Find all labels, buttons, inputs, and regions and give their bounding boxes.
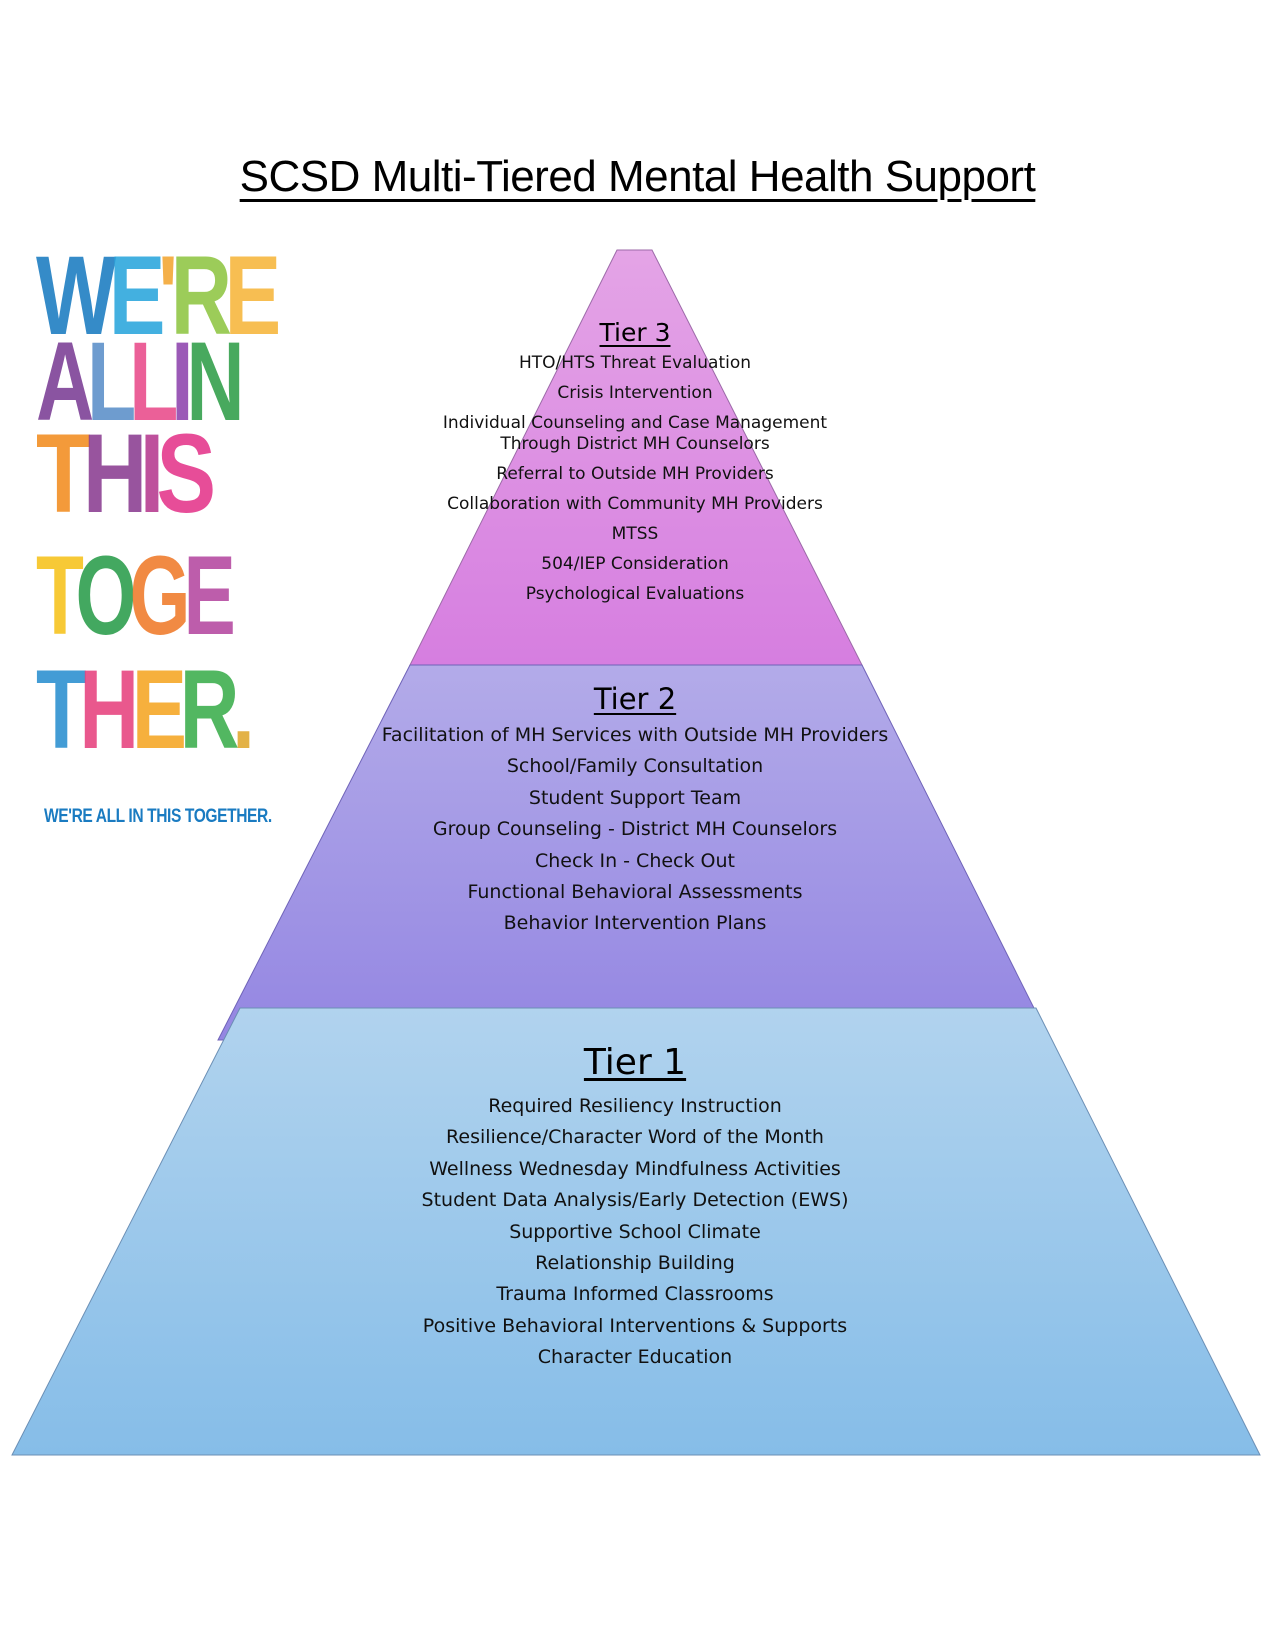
logo-letter: A <box>36 319 94 444</box>
tier1-item: Wellness Wednesday Mindfulness Activitie… <box>429 1157 841 1180</box>
were-all-in-this-together-logo: WE'RE ALLIN THIS TOGE THER. WE'RE ALL IN… <box>36 233 281 836</box>
tier3-item: HTO/HTS Threat Evaluation <box>518 353 752 373</box>
logo-letter: R <box>170 233 232 358</box>
tier2-item: Check In - Check Out <box>534 849 735 872</box>
tier1-item: Character Education <box>537 1346 733 1369</box>
tier1-content: Tier 1 Required Resiliency Instruction R… <box>330 1042 940 1378</box>
tier2-item: Group Counseling - District MH Counselor… <box>432 818 838 841</box>
tier3-item: 504/IEP Consideration <box>541 554 729 574</box>
logo-letter: T <box>36 411 91 536</box>
tier1-shape <box>11 1007 1261 1456</box>
tier1-item: Required Resiliency Instruction <box>488 1095 782 1117</box>
tier3-item: Individual Counseling and Case Managemen… <box>442 413 828 433</box>
tier2-content: Tier 2 Facilitation of MH Services with … <box>330 682 940 944</box>
tier3-item: Crisis Intervention <box>557 383 713 403</box>
tier2-item: Behavior Intervention Plans <box>503 912 767 935</box>
tier3-item: Psychological Evaluations <box>525 584 745 604</box>
tier2-item: Functional Behavioral Assessments <box>467 880 803 903</box>
logo-letter: E <box>108 233 166 358</box>
logo-letter: R <box>179 647 240 772</box>
logo-letter: E <box>183 533 235 658</box>
logo-letter: G <box>129 533 190 658</box>
logo-line-4: TOGE <box>36 533 236 658</box>
logo-letter: T <box>36 647 87 772</box>
tier1-item: Positive Behavioral Interventions & Supp… <box>422 1314 848 1337</box>
tier1-heading: Tier 1 <box>583 1042 687 1083</box>
tier2-item: Facilitation of MH Services with Outside… <box>381 724 889 746</box>
logo-letter: H <box>82 411 148 536</box>
tier3-item: Referral to Outside MH Providers <box>496 464 774 484</box>
logo-letter: L <box>129 319 178 444</box>
logo-line-3: THIS <box>36 411 216 536</box>
tier1-item: Supportive School Climate <box>509 1220 761 1243</box>
tier2-heading: Tier 2 <box>593 682 677 716</box>
tier1-item: Relationship Building <box>535 1251 735 1274</box>
tier3-heading: Tier 3 <box>599 318 671 347</box>
tier2-item: School/Family Consultation <box>506 755 764 778</box>
logo-line-1: WE'RE <box>36 233 281 358</box>
logo-letter: O <box>75 533 136 658</box>
logo-letter: E <box>131 647 187 772</box>
tier3-item: MTSS <box>611 524 659 544</box>
logo-letter: N <box>186 319 244 444</box>
logo-line-2: ALLIN <box>36 319 245 444</box>
logo-line-5: THER. <box>36 647 255 772</box>
logo-letter: E <box>224 233 281 358</box>
logo-letter: H <box>79 647 139 772</box>
logo-letter: L <box>87 319 136 444</box>
tier3-item: Through District MH Counselors <box>500 434 770 454</box>
page-title: SCSD Multi-Tiered Mental Health Support <box>239 152 1036 201</box>
logo-letter: S <box>156 411 216 536</box>
logo-letter: W <box>36 233 116 358</box>
tier1-item: Resilience/Character Word of the Month <box>446 1126 824 1149</box>
tier1-item: Student Data Analysis/Early Detection (E… <box>421 1189 849 1212</box>
tier3-item: Collaboration with Community MH Provider… <box>447 494 823 514</box>
tier2-item: Student Support Team <box>528 786 742 809</box>
logo-letter: T <box>36 533 83 658</box>
tier1-item: Trauma Informed Classrooms <box>496 1283 774 1306</box>
logo-caption: WE'RE ALL IN THIS TOGETHER. <box>44 806 272 827</box>
tier3-content: Tier 3 HTO/HTS Threat Evaluation Crisis … <box>330 318 940 614</box>
